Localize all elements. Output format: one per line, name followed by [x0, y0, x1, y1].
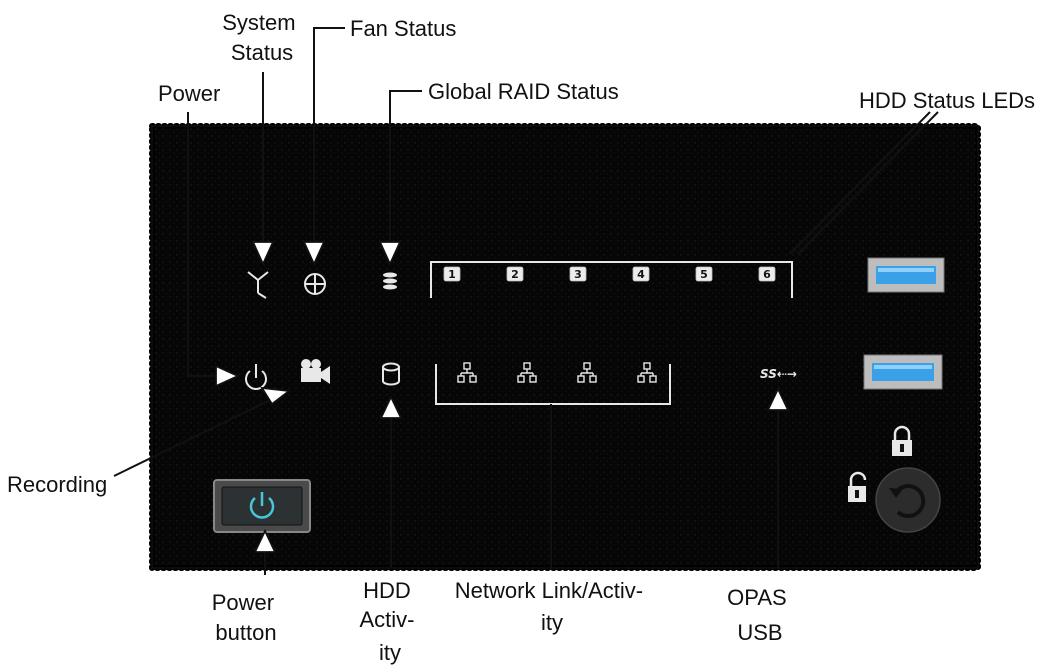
hdd-bay-number: 1	[448, 268, 456, 281]
usb-port-top[interactable]	[867, 257, 945, 293]
system-status-icon	[247, 271, 269, 299]
network-port-icon	[457, 362, 477, 383]
label-global-raid-status: Global RAID Status	[428, 79, 619, 104]
label-system-status: System Status	[222, 10, 301, 65]
hdd-bay-bracket	[430, 261, 793, 298]
unlock-icon	[848, 471, 867, 502]
network-port-icon	[637, 362, 657, 383]
hdd-bay-number: 6	[763, 268, 771, 281]
usb-logo-icon: SS⇠→	[760, 367, 797, 381]
network-port-bracket	[435, 364, 671, 405]
usb-logo-text: SS⇠→	[760, 367, 797, 381]
hdd-bay-leds: 1 2 3 4 5 6	[443, 266, 776, 282]
hdd-bay-number: 2	[511, 268, 519, 281]
power-led-icon	[245, 364, 267, 390]
label-hdd-status-leds: HDD Status LEDs	[859, 88, 1035, 113]
hdd-bay-3-led: 3	[569, 266, 587, 282]
usb-port-bottom[interactable]	[863, 354, 943, 390]
hdd-bay-5-led: 5	[695, 266, 713, 282]
label-power: Power	[158, 81, 220, 106]
power-button-icon	[249, 492, 275, 519]
hdd-bay-1-led: 1	[443, 266, 461, 282]
hdd-bay-6-led: 6	[758, 266, 776, 282]
label-fan-status: Fan Status	[350, 16, 456, 41]
global-raid-icon	[383, 272, 397, 290]
network-port-icon	[577, 362, 597, 383]
network-ports	[457, 362, 657, 383]
leader-lines	[113, 27, 939, 575]
network-port-icon	[517, 362, 537, 383]
label-power-button: Power button	[212, 590, 280, 645]
lock-icon	[892, 425, 912, 456]
power-button[interactable]	[213, 479, 311, 533]
hdd-bay-number: 5	[700, 268, 708, 281]
label-opas-usb: OPAS USB	[727, 585, 793, 645]
hdd-bay-number: 3	[574, 268, 582, 281]
label-hdd-activity: HDD Activ- ity	[359, 578, 420, 665]
hdd-bay-number: 4	[637, 268, 645, 281]
hdd-activity-icon	[382, 362, 400, 386]
hdd-bay-4-led: 4	[632, 266, 650, 282]
label-network-link-activity: Network Link/Activ- ity	[455, 578, 649, 635]
fan-status-icon	[304, 273, 326, 295]
lock-knob-icon[interactable]	[875, 467, 941, 533]
label-recording: Recording	[7, 472, 107, 497]
hdd-bay-2-led: 2	[506, 266, 524, 282]
recording-icon	[301, 359, 330, 384]
